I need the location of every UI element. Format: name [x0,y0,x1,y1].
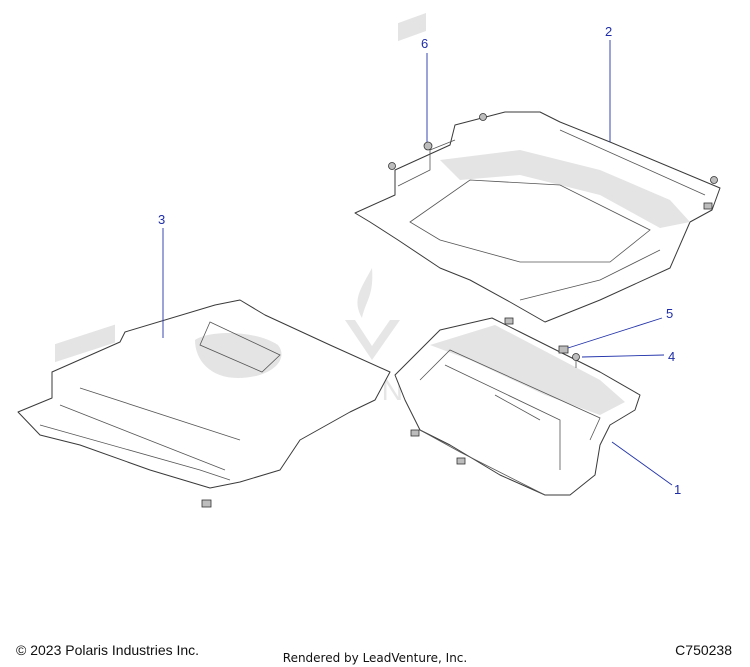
callout-1[interactable]: 1 [674,482,681,497]
leader-line-4 [581,354,665,358]
rendered-by-text: Rendered by LeadVenture, Inc. [282,651,468,665]
callout-2[interactable]: 2 [605,24,612,39]
part-6-fasteners[interactable] [388,113,718,184]
leader-line-5 [567,317,663,349]
part-5-clip[interactable] [201,202,713,508]
part-1-storage-bin[interactable] [394,317,641,496]
diagram-code: C750238 [675,642,732,658]
callout-5[interactable]: 5 [666,306,673,321]
callout-3[interactable]: 3 [158,212,165,227]
part-4-bolt[interactable] [572,353,580,369]
leader-line-1 [611,441,673,486]
part-2-floor-panel[interactable] [354,12,721,323]
copyright-text: © 2023 Polaris Industries Inc. [16,642,200,658]
callout-4[interactable]: 4 [668,349,675,364]
part-3-floor-panel[interactable] [17,299,391,489]
callout-6[interactable]: 6 [421,36,428,51]
